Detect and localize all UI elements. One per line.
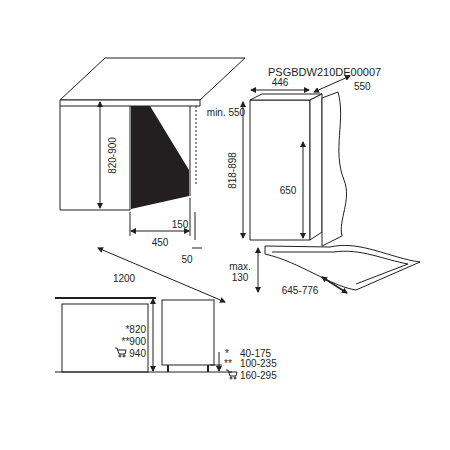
dimension-label: max. 130 <box>226 261 254 283</box>
cabinet-edge <box>60 106 61 210</box>
extension-line <box>130 212 131 236</box>
dimension-label: 1200 <box>113 273 135 284</box>
appliance-side <box>162 300 214 365</box>
floor-line <box>55 372 232 373</box>
niche-depth <box>196 106 197 185</box>
counter-top <box>60 58 245 100</box>
dimension-label: 650 <box>280 185 297 196</box>
model-code: PSGBDW210DE00007 <box>268 67 381 78</box>
counter-line <box>55 297 156 299</box>
dimension-label: 818-898 <box>226 152 237 189</box>
counter-edge <box>60 100 200 106</box>
dimension-line <box>258 248 259 292</box>
dimension-line <box>219 352 220 371</box>
dimension-label: 50 <box>181 254 192 265</box>
niche-edge <box>190 106 191 196</box>
niche-edge <box>130 106 131 210</box>
dimension-label: 150 <box>172 219 189 230</box>
travel-arrow <box>322 277 347 293</box>
door-inner <box>272 251 408 284</box>
dimension-line <box>195 212 196 240</box>
cart-icon <box>226 370 237 379</box>
dimension-label: *820 <box>125 324 146 335</box>
dimension-label: * <box>225 348 229 359</box>
open-door <box>265 245 420 290</box>
dimension-label: 645-776 <box>282 285 319 296</box>
dimension-line <box>100 102 101 208</box>
floor-line <box>60 210 130 211</box>
extension-line <box>210 365 222 366</box>
dimension-label: ** <box>224 358 232 369</box>
cart-icon <box>115 348 126 357</box>
dimension-label: 160-295 <box>240 370 277 381</box>
dimension-label: 40-175 <box>240 348 271 359</box>
appliance-front <box>62 304 148 372</box>
dimension-label: **900 <box>122 336 146 347</box>
extension-line <box>190 198 191 236</box>
foot <box>167 365 169 372</box>
door-panel <box>322 92 347 246</box>
dishwasher-side <box>250 100 310 240</box>
dimension-label: 820-900 <box>106 137 117 174</box>
dimension-label: 450 <box>152 237 169 248</box>
niche-sidewall <box>131 106 189 209</box>
dimension-line <box>303 142 304 238</box>
dimension-label: 446 <box>272 77 289 88</box>
dishwasher-front <box>310 94 322 240</box>
dimension-label: min. 550 <box>207 107 245 118</box>
dimension-line <box>314 76 350 92</box>
dimension-label: 100-235 <box>240 358 277 369</box>
dimension-line <box>153 299 154 371</box>
dimension-line <box>131 231 189 232</box>
dimension-line <box>98 248 225 302</box>
dimension-label: 940 <box>129 348 146 359</box>
dimension-line <box>243 102 244 238</box>
foot <box>207 365 209 372</box>
dimension-line <box>251 90 309 91</box>
dimension-line <box>192 248 202 249</box>
dimension-label: 550 <box>354 81 371 92</box>
